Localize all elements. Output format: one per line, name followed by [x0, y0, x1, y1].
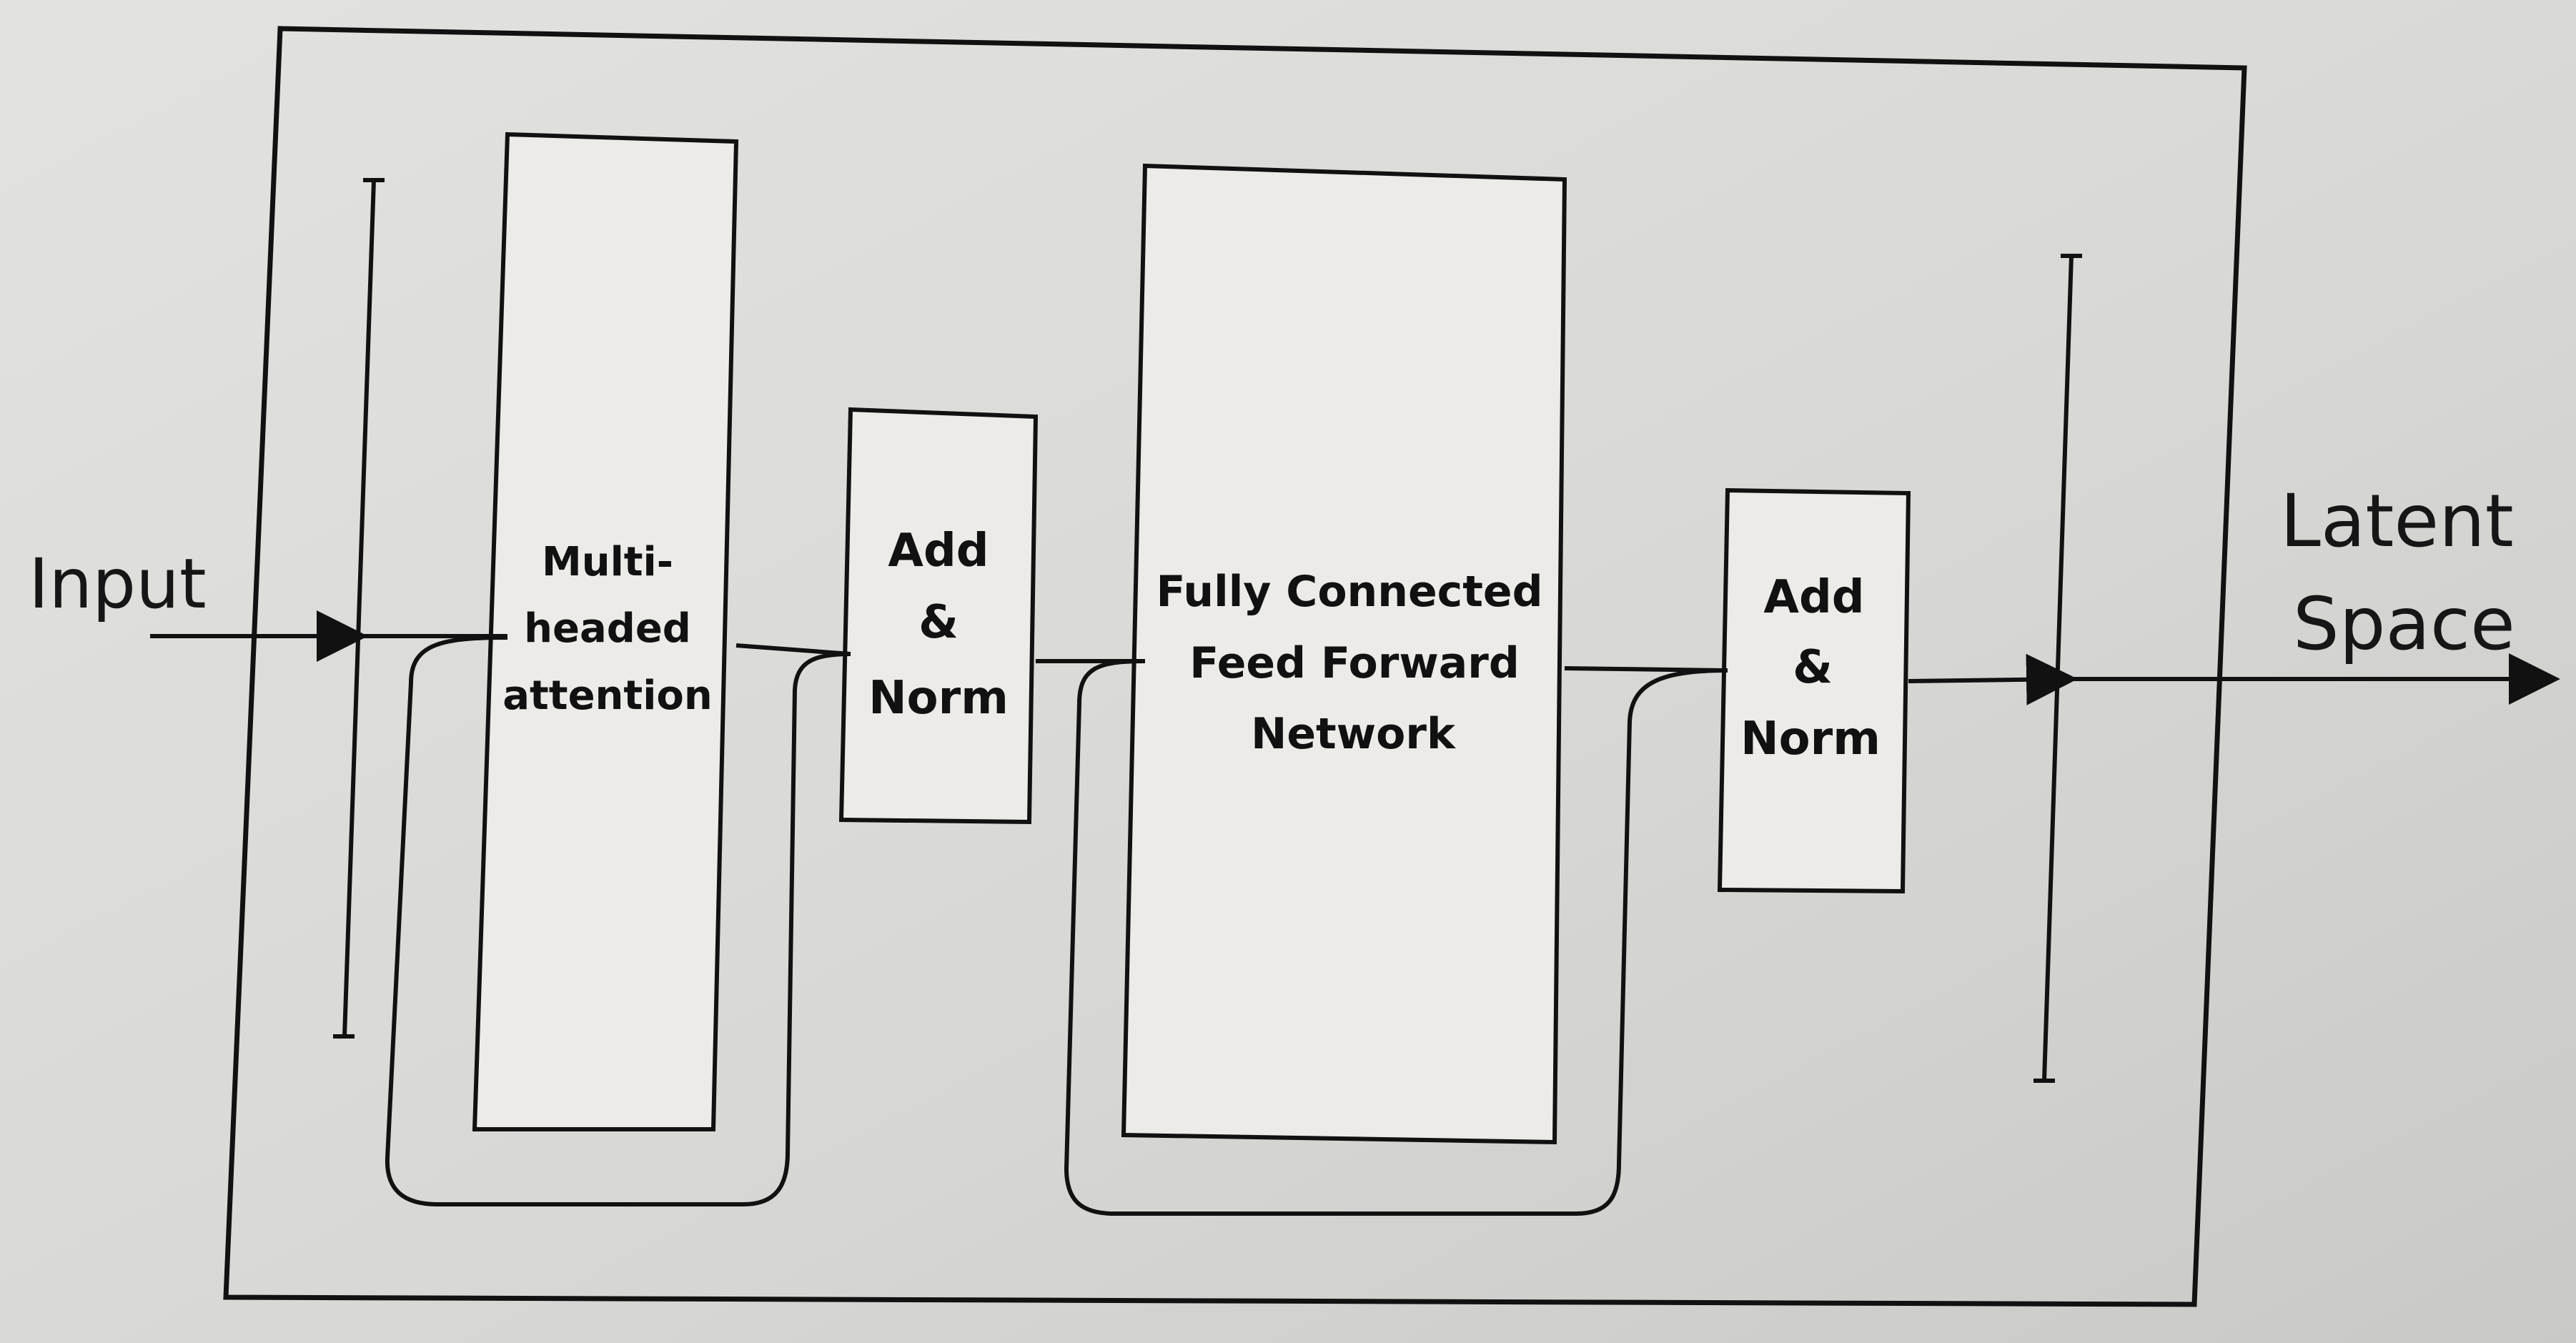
input-label: Input [29, 544, 207, 624]
outer-frame [223, 26, 2247, 1307]
attention-block [472, 132, 739, 1131]
add-norm-1-label-line-3: Norm [868, 672, 1009, 725]
latent-label: Latent [2280, 479, 2514, 564]
add-norm-2-label-line-2: & [1793, 641, 1833, 694]
residual-connection-2 [1064, 659, 1728, 1216]
add-norm-1-label-line-1: Add [888, 525, 989, 578]
input-stack-bar [333, 178, 385, 1039]
output-stack-bar [2033, 254, 2082, 1083]
add-norm-2-label-line-3: Norm [1740, 713, 1881, 765]
attention-label-line-3: attention [502, 673, 712, 719]
attention-label-line-1: Multi- [542, 539, 673, 585]
space-label: Space [2293, 582, 2515, 667]
attention-to-add-norm-link [735, 643, 851, 656]
add-norm-to-output-link [1908, 653, 2078, 705]
add-norm-1-label-line-2: & [918, 596, 958, 649]
add-norm-2-label-line-1: Add [1763, 571, 1864, 624]
feed-forward-block [1121, 163, 1567, 1145]
feed-forward-label-line-1: Fully Connected [1156, 567, 1542, 617]
feed-forward-label-line-2: Feed Forward [1189, 638, 1520, 688]
attention-label-line-2: headed [524, 605, 691, 652]
feed-forward-label-line-3: Network [1251, 709, 1457, 759]
add-norm-block-2 [1717, 487, 1911, 894]
residual-connection-1 [385, 635, 851, 1206]
add-norm-block-1 [838, 407, 1039, 825]
